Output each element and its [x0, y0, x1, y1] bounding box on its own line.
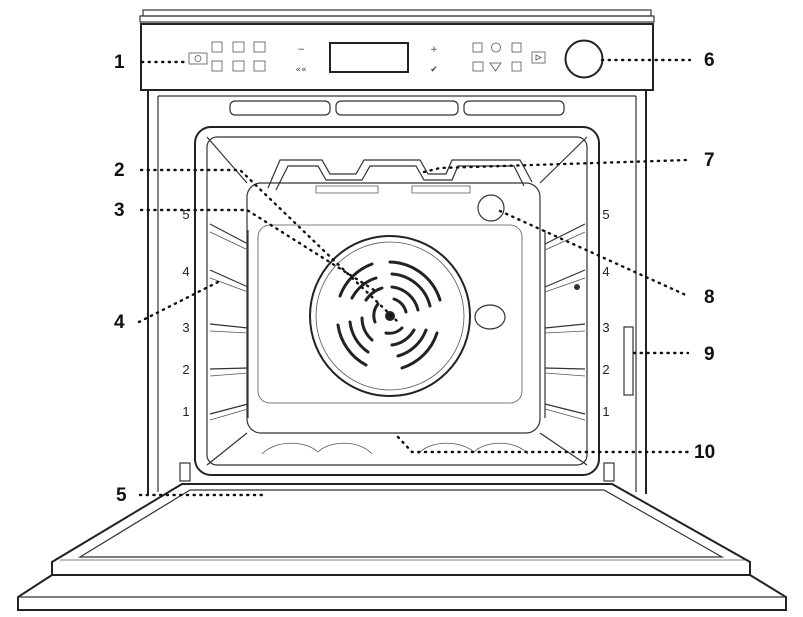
- fan-cover: [309, 235, 471, 397]
- vent-slot: [335, 100, 459, 116]
- callout-labels: 1 2 3 4 5 6 7 8 9 10: [114, 50, 715, 506]
- bottom-heating-element: [261, 442, 529, 455]
- callout-number: 5: [116, 485, 127, 506]
- shelf-level-label: 5: [602, 207, 609, 222]
- plus-symbol: +: [430, 45, 438, 55]
- callout-number: 8: [704, 287, 715, 308]
- callout-number: 4: [114, 312, 125, 333]
- grill-heating-element: [267, 159, 533, 194]
- shelf-level-label: 3: [182, 320, 189, 335]
- oven-cavity: [194, 126, 600, 476]
- callout-number: 9: [704, 344, 715, 365]
- oven-door: [17, 462, 787, 611]
- shelf-level-label: 4: [602, 264, 609, 279]
- function-icons-right: [472, 42, 546, 72]
- callout-number: 2: [114, 160, 125, 181]
- cavity-back-wall: [246, 182, 541, 434]
- shelf-level-label: 2: [182, 362, 189, 377]
- vent-slot: [463, 100, 565, 116]
- oven-cabinet: [147, 90, 647, 494]
- display-screen: [329, 42, 409, 73]
- rewind-symbol: ««: [295, 65, 306, 75]
- minus-symbol: −: [297, 45, 305, 55]
- callout-number: 7: [704, 150, 715, 171]
- callout-number: 1: [114, 52, 125, 73]
- confirm-symbol: ✔: [430, 65, 438, 75]
- callout-leaders: [137, 58, 692, 497]
- callout-number: 3: [114, 200, 125, 221]
- shelf-levels-left: 5 4 3 2 1: [182, 207, 189, 419]
- shelf-level-label: 2: [602, 362, 609, 377]
- control-knob: [564, 39, 604, 79]
- shelf-level-label: 4: [182, 264, 189, 279]
- control-panel: − «« + ✔: [140, 23, 654, 91]
- callout-number: 6: [704, 50, 715, 71]
- shelf-level-label: 5: [182, 207, 189, 222]
- function-icons-left: [188, 41, 266, 72]
- shelf-level-label: 1: [182, 404, 189, 419]
- shelf-rails-left: [209, 223, 249, 421]
- rear-outlet: [474, 304, 506, 330]
- shelf-levels-right: 5 4 3 2 1: [602, 207, 609, 419]
- fan-blades: [336, 260, 442, 370]
- door-hinge-slot: [623, 326, 634, 396]
- callout-number: 10: [694, 442, 715, 463]
- shelf-level-label: 1: [602, 404, 609, 419]
- vent-slot: [229, 100, 331, 116]
- shelf-rails-right: [544, 223, 586, 421]
- oven-light: [477, 194, 505, 222]
- shelf-level-label: 3: [602, 320, 609, 335]
- oven-top-trim: [139, 9, 655, 23]
